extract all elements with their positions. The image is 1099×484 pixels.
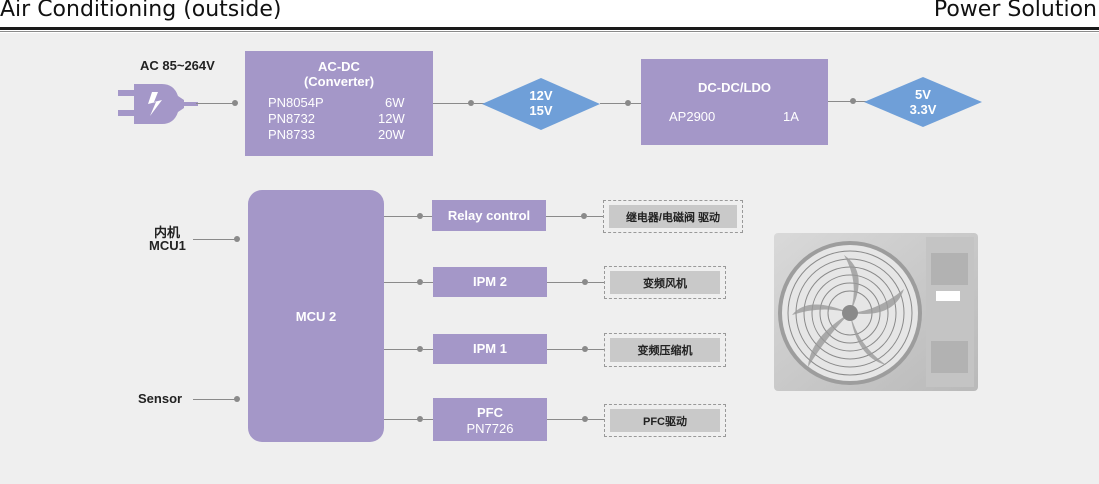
wire-mcu2-pfc: [384, 419, 420, 420]
dcdc-part: AP2900: [669, 109, 716, 124]
wire-to-rail1: [474, 103, 484, 104]
wire-mcu2-ipm2: [384, 282, 420, 283]
acdc-title: AC-DC: [318, 59, 360, 74]
rail2-line1: 5V: [915, 87, 931, 102]
acdc-power-2: 12W: [378, 111, 405, 126]
wire-ipm1-out: [547, 349, 585, 350]
wire-to-pfc-driver: [588, 419, 604, 420]
mcu1-label: MCU1: [149, 238, 186, 253]
wire-relay-out: [546, 216, 584, 217]
acdc-subtitle: (Converter): [303, 74, 375, 89]
node-dot: [232, 100, 238, 106]
wire-mcu2-relay: [384, 216, 420, 217]
relay-valve-driver-output: 继电器/电磁阀 驱动: [603, 200, 743, 233]
wire-to-fan: [588, 282, 604, 283]
wire-rail1-out: [600, 103, 630, 104]
wire-mcu2-ipm1: [384, 349, 420, 350]
dcdc-current: 1A: [783, 109, 799, 124]
node-dot: [582, 416, 588, 422]
wire-sensor: [193, 399, 237, 400]
wire-to-ipm1: [423, 349, 433, 350]
relay-output-label: 继电器/电磁阀 驱动: [609, 205, 737, 228]
node-dot: [468, 100, 474, 106]
wire-dcdc-out: [828, 101, 856, 102]
pfc-driver-output: PFC驱动: [604, 404, 726, 437]
ipm2-output-label: 变频风机: [610, 271, 720, 294]
dcdc-ldo-block: DC-DC/LDO AP2900 1A: [641, 59, 828, 145]
ipm1-label: IPM 1: [473, 341, 507, 356]
node-dot: [582, 346, 588, 352]
acdc-part-2: PN8732: [268, 111, 315, 126]
wire-to-relay-load: [587, 216, 603, 217]
relay-control-block: Relay control: [432, 200, 546, 231]
outdoor-ac-unit-icon: [774, 233, 978, 391]
acdc-converter-block: AC-DC (Converter) PN8054P 6W PN8732 12W …: [245, 51, 433, 156]
rail-12v-15v-diamond: [482, 78, 600, 130]
wire-pfc-out: [547, 419, 585, 420]
wire-to-dcdc: [631, 103, 641, 104]
pfc-part: PN7726: [466, 421, 514, 436]
wire-ac-in: [196, 103, 236, 104]
ipm2-label: IPM 2: [473, 274, 507, 289]
relay-label: Relay control: [447, 208, 531, 223]
node-dot: [625, 100, 631, 106]
acdc-power-1: 6W: [385, 95, 405, 110]
node-dot: [417, 346, 423, 352]
node-dot: [417, 213, 423, 219]
ipm1-block: IPM 1: [433, 334, 547, 364]
acdc-part-3: PN8733: [268, 127, 315, 142]
node-dot: [417, 279, 423, 285]
header-rule: [0, 27, 1099, 30]
page-title: Air Conditioning (outside): [0, 0, 282, 22]
wire-acdc-out: [433, 103, 473, 104]
wire-mcu1: [193, 239, 237, 240]
wire-to-relay: [423, 216, 432, 217]
acdc-part-1: PN8054P: [268, 95, 324, 110]
pfc-output-label: PFC驱动: [610, 409, 720, 432]
sensor-label: Sensor: [138, 391, 183, 406]
page-subtitle: Power Solution: [933, 0, 1097, 22]
node-dot: [850, 98, 856, 104]
node-dot: [234, 396, 240, 402]
wire-ipm2-out: [547, 282, 585, 283]
node-dot: [234, 236, 240, 242]
node-dot: [582, 279, 588, 285]
dcdc-title: DC-DC/LDO: [698, 80, 771, 95]
inverter-fan-output: 变频风机: [604, 266, 726, 299]
mcu2-block: MCU 2: [248, 190, 384, 442]
node-dot: [581, 213, 587, 219]
ipm1-output-label: 变频压缩机: [610, 338, 720, 362]
node-dot: [417, 416, 423, 422]
rail-5v-3v3-diamond: [864, 77, 982, 127]
wire-to-pfc: [423, 419, 433, 420]
rail2-line2: 3.3V: [909, 102, 937, 117]
pfc-block: PFC PN7726: [433, 398, 547, 441]
inverter-compressor-output: 变频压缩机: [604, 333, 726, 367]
mcu1-label-cn: 内机: [154, 225, 181, 240]
wire-to-ipm2: [423, 282, 433, 283]
rail1-line1: 12V: [529, 88, 553, 103]
wire-to-compressor: [588, 349, 604, 350]
header-rule-thin: [0, 31, 1099, 32]
ipm2-block: IPM 2: [433, 267, 547, 297]
power-plug-icon: [118, 84, 198, 124]
wire-to-rail2: [856, 101, 866, 102]
pfc-title: PFC: [477, 405, 503, 420]
input-voltage-label: AC 85~264V: [140, 58, 215, 73]
mcu2-label: MCU 2: [295, 309, 337, 324]
acdc-power-3: 20W: [378, 127, 405, 142]
rail1-line2: 15V: [529, 103, 553, 118]
